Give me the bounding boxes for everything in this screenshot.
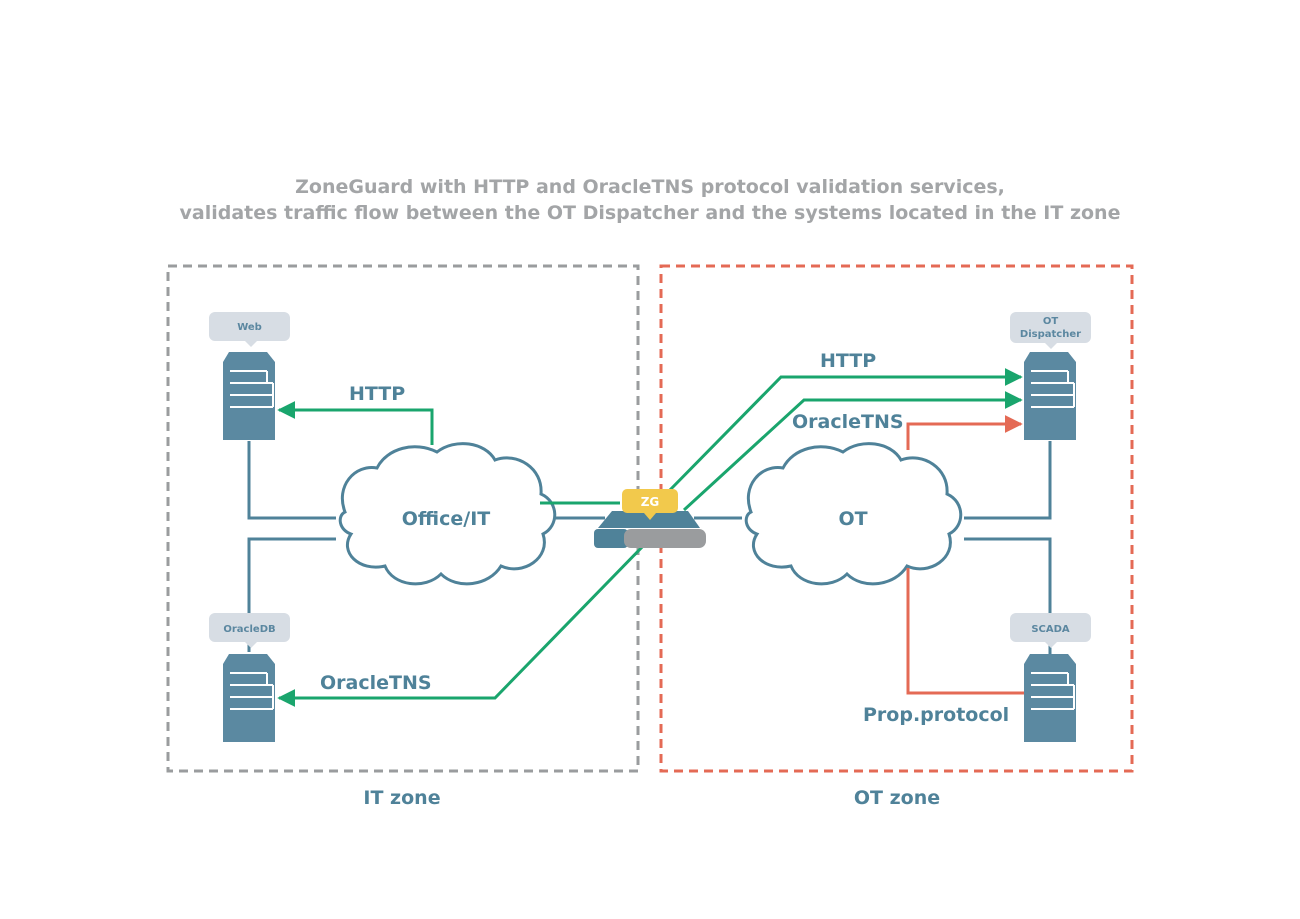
oracletns-it-label: OracleTNS bbox=[320, 672, 432, 694]
oracledb-server-tag bbox=[209, 613, 290, 642]
web-server-tag bbox=[209, 312, 290, 341]
oracletns-ot-label: OracleTNS bbox=[792, 411, 904, 433]
server-icon bbox=[1023, 351, 1077, 441]
oracledb-server-tag-text: OracleDB bbox=[223, 624, 275, 635]
web-server-tag-text: Web bbox=[237, 322, 262, 333]
scada-server-tag bbox=[1010, 613, 1091, 642]
web-server: Web bbox=[209, 312, 290, 441]
server-icon bbox=[1023, 653, 1077, 743]
oracletns-ot-flow-arrow bbox=[682, 391, 1023, 512]
it-zone-label: IT zone bbox=[363, 787, 440, 809]
ot-dispatcher-server-tag bbox=[1010, 312, 1091, 343]
scada-server-tag-text: SCADA bbox=[1031, 624, 1070, 635]
ot-cloud-label: OT bbox=[838, 508, 867, 530]
title-line-2: validates traffic flow between the OT Di… bbox=[180, 202, 1121, 224]
title-line-1: ZoneGuard with HTTP and OracleTNS protoc… bbox=[295, 176, 1005, 198]
ot-cloud-to-dispatcher-red-arrow bbox=[906, 415, 1023, 450]
http-ot-label: HTTP bbox=[820, 350, 876, 372]
oracledb-server: OracleDB bbox=[209, 613, 290, 743]
http-it-flow-arrow bbox=[277, 401, 434, 445]
ot-dispatcher-server: OT Dispatcher bbox=[1010, 312, 1091, 441]
zg-badge-label: ZG bbox=[641, 495, 660, 509]
ot-dispatcher-tag-line-1: OT bbox=[1043, 316, 1059, 327]
prop-protocol-label: Prop.protocol bbox=[863, 704, 1009, 726]
server-icon bbox=[222, 653, 276, 743]
http-ot-flow-arrow bbox=[666, 368, 1023, 494]
http-it-label: HTTP bbox=[349, 383, 405, 405]
oracletns-it-flow-arrow bbox=[277, 541, 648, 707]
prop-protocol-red-link bbox=[906, 568, 1024, 695]
office-it-cloud-label: Office/IT bbox=[402, 508, 490, 530]
zg-badge bbox=[622, 489, 678, 513]
ot-zone-label: OT zone bbox=[854, 787, 940, 809]
ot-dispatcher-tag-line-2: Dispatcher bbox=[1020, 329, 1081, 340]
scada-server: SCADA bbox=[1010, 613, 1091, 743]
server-icon bbox=[222, 351, 276, 441]
zoneguard-gateway: ZG bbox=[594, 489, 706, 548]
